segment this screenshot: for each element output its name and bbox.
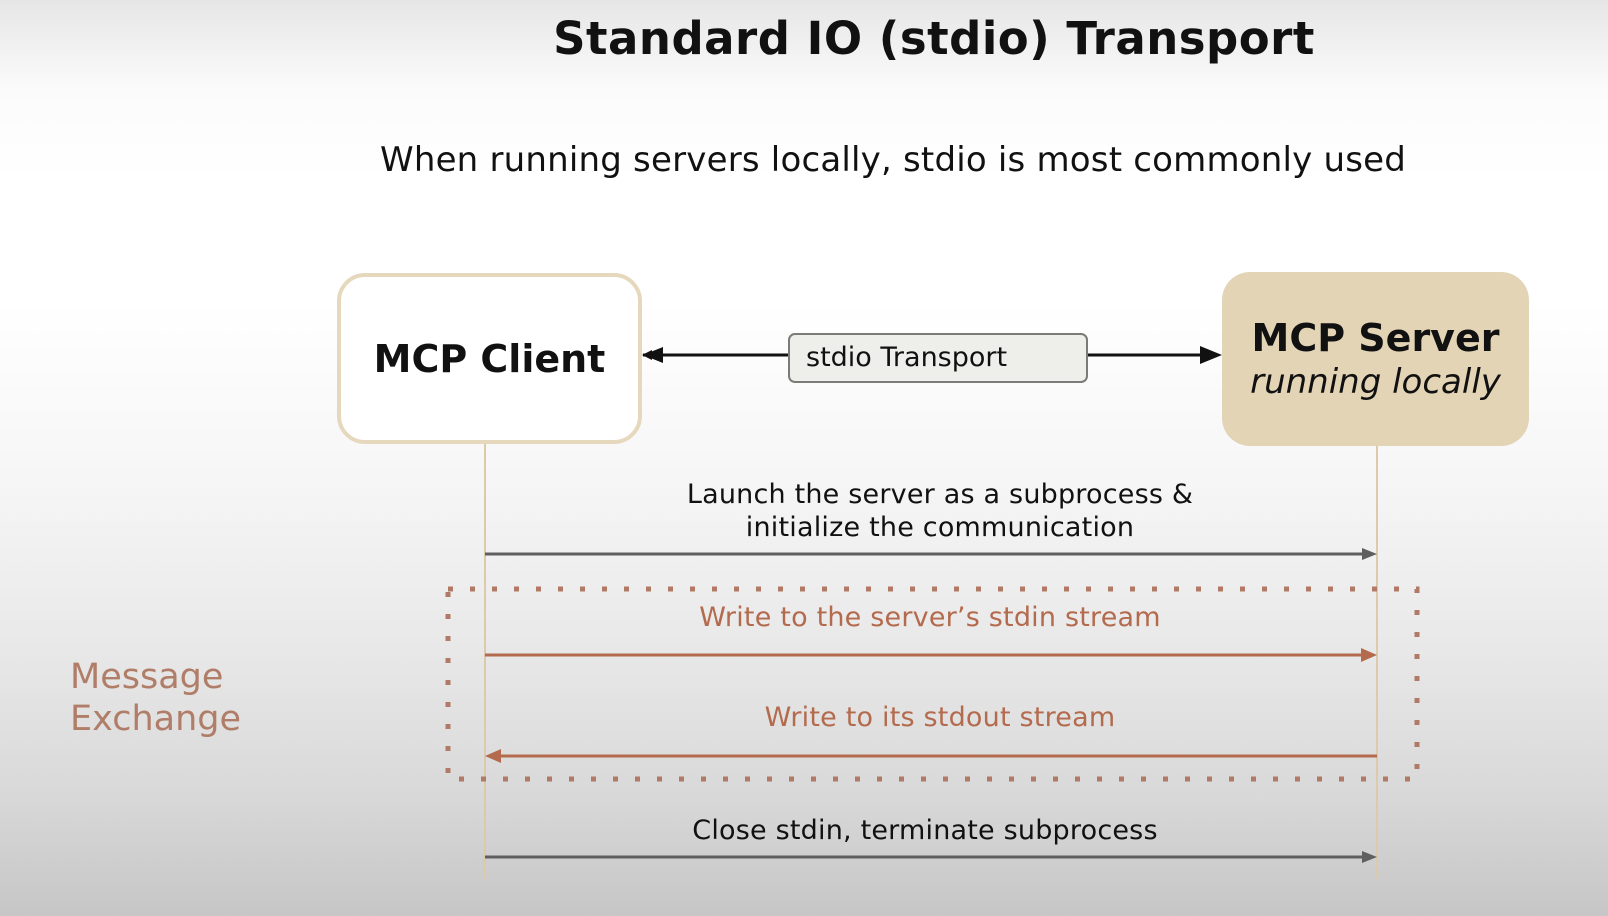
launch-arrowhead (1362, 548, 1377, 560)
message-exchange-label-line1: Message (70, 657, 224, 697)
close-message-label: Close stdin, terminate subprocess (692, 815, 1158, 846)
message-exchange-group-border (445, 586, 1420, 782)
close-arrowhead (1362, 851, 1377, 863)
launch-message-line2: initialize the communication (745, 512, 1135, 543)
stdout-message-label: Write to its stdout stream (764, 702, 1116, 733)
stdio-transport-label: stdio Transport (788, 333, 1088, 383)
mcp-client-box: MCP Client (337, 273, 642, 444)
transport-arrowhead-client (643, 347, 663, 363)
message-exchange-label: Message Exchange (70, 656, 241, 740)
page-title: Standard IO (stdio) Transport (553, 12, 1315, 65)
mcp-server-subtitle: running locally (1250, 362, 1501, 402)
mcp-client-title: MCP Client (373, 336, 606, 381)
launch-message-label: Launch the server as a subprocess & init… (560, 478, 1320, 544)
mcp-server-box: MCP Server running locally (1222, 272, 1529, 446)
mcp-server-title: MCP Server (1251, 316, 1500, 360)
stdin-arrowhead (1361, 648, 1377, 662)
launch-message-line1: Launch the server as a subprocess & (686, 479, 1194, 510)
stdin-message-label: Write to the server’s stdin stream (699, 602, 1161, 633)
stdout-arrowhead (485, 749, 501, 763)
message-exchange-label-line2: Exchange (70, 699, 242, 739)
page-subtitle: When running servers locally, stdio is m… (380, 140, 1407, 180)
transport-arrowhead-server (1200, 346, 1222, 364)
